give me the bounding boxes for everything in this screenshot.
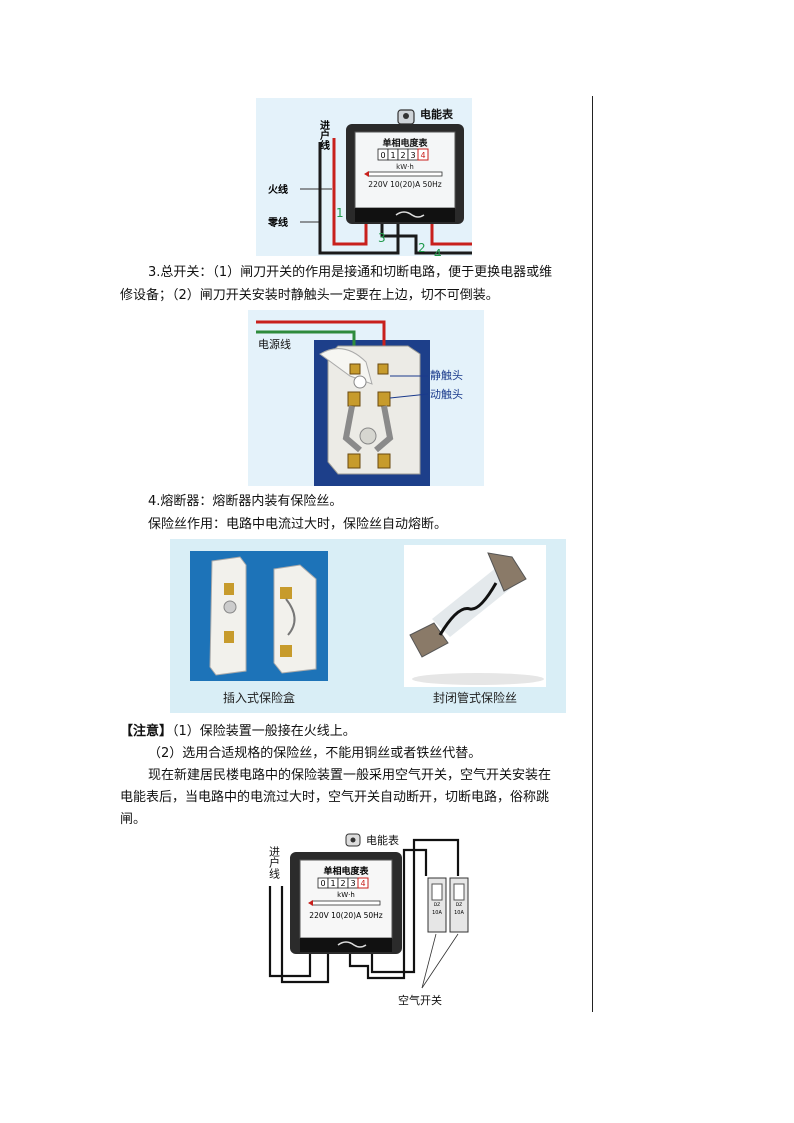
- page-right-border: [592, 96, 593, 1012]
- digit2-1: 1: [330, 879, 335, 888]
- terminal-4-label: 4: [434, 247, 442, 256]
- digit2-0: 0: [320, 879, 325, 888]
- section4-line2: 保险丝作用：电路中电流过大时，保险丝自动熔断。: [148, 517, 448, 532]
- meter-name-2: 单相电度表: [323, 865, 369, 877]
- meter-unit-2: kW·h: [337, 891, 355, 899]
- air-switch-wiring-diagram: 进户线 电能表 单相电度表 0 1 2 3 4 kW·h 220V 10(20)…: [262, 832, 480, 1010]
- meter-digits: 0 1 2 3 4: [377, 148, 429, 161]
- air-switch-1: DZ 10A: [427, 877, 447, 933]
- air-switch-line2: 电能表后，当电路中的电流过大时，空气开关自动断开，切断电路，俗称跳: [120, 790, 550, 805]
- meter-rating-2: 220V 10(20)A 50Hz: [309, 911, 382, 920]
- meter-name: 单相电度表: [382, 137, 428, 149]
- meter-title-2: 电能表: [366, 833, 399, 847]
- fuse-photos: 插入式保险盒 封闭管式保险丝: [170, 539, 566, 713]
- digit2-4: 4: [360, 879, 365, 888]
- terminal-3-label: 3: [378, 231, 386, 245]
- breaker1-mark: DZ: [434, 902, 441, 908]
- digit-2: 2: [400, 151, 405, 160]
- section3-line1: 3.总开关：（1）闸刀开关的作用是接通和切断电路，便于更换电器或维: [148, 265, 553, 280]
- knife-switch-photo: 电源线 静触头 动触头: [248, 310, 484, 486]
- air-switch-2: DZ 10A: [449, 877, 469, 933]
- digit2-3: 3: [350, 879, 355, 888]
- section4-line1: 4.熔断器：熔断器内装有保险丝。: [148, 494, 343, 509]
- tube-fuse-caption: 封闭管式保险丝: [433, 690, 517, 705]
- meter-unit: kW·h: [396, 163, 414, 171]
- air-switch-line1: 现在新建居民楼电路中的保险装置一般采用空气开关，空气开关安装在: [148, 768, 552, 783]
- moving-contact-label: 动触头: [430, 387, 463, 401]
- note1-text: （1）保险装置一般接在火线上。: [172, 724, 356, 739]
- digit-3: 3: [410, 151, 415, 160]
- power-line-label: 电源线: [258, 337, 291, 351]
- meter-wiring-diagram: 电能表 单相电度表 0 1 2 3 4 kW·h 220V 10(20)A 50…: [256, 98, 472, 261]
- wiring-paths: [268, 838, 460, 984]
- live-wire-label: 火线: [268, 183, 288, 196]
- plug-in-fuse-caption: 插入式保险盒: [223, 690, 295, 705]
- static-contact-label: 静触头: [430, 368, 463, 382]
- digit-0: 0: [380, 151, 385, 160]
- terminal-2-label: 2: [418, 241, 426, 255]
- digit2-2: 2: [340, 879, 345, 888]
- digit-4: 4: [420, 151, 425, 160]
- breaker2-mark: DZ: [456, 902, 463, 908]
- incoming-line-label-2: 进户线: [268, 846, 281, 879]
- air-switch-caption: 空气开关: [398, 993, 442, 1007]
- air-switch-line3: 闸。: [120, 812, 147, 827]
- breaker2-rating: 10A: [454, 910, 464, 916]
- meter-title: 电能表: [420, 107, 454, 121]
- note-line1: 【注意】（1）保险装置一般接在火线上。: [120, 720, 356, 743]
- meter-rating: 220V 10(20)A 50Hz: [368, 180, 441, 189]
- note2-text: （2）选用合适规格的保险丝，不能用铜丝或者铁丝代替。: [148, 746, 482, 761]
- neutral-wire-label: 零线: [267, 216, 288, 229]
- breaker1-rating: 10A: [432, 910, 442, 916]
- terminal-1-label: 1: [336, 206, 344, 220]
- digit-1: 1: [390, 151, 395, 160]
- note-bracket: 【注意】: [120, 724, 173, 739]
- section3-line2: 修设备；（2）闸刀开关安装时静触头一定要在上边，切不可倒装。: [120, 288, 499, 303]
